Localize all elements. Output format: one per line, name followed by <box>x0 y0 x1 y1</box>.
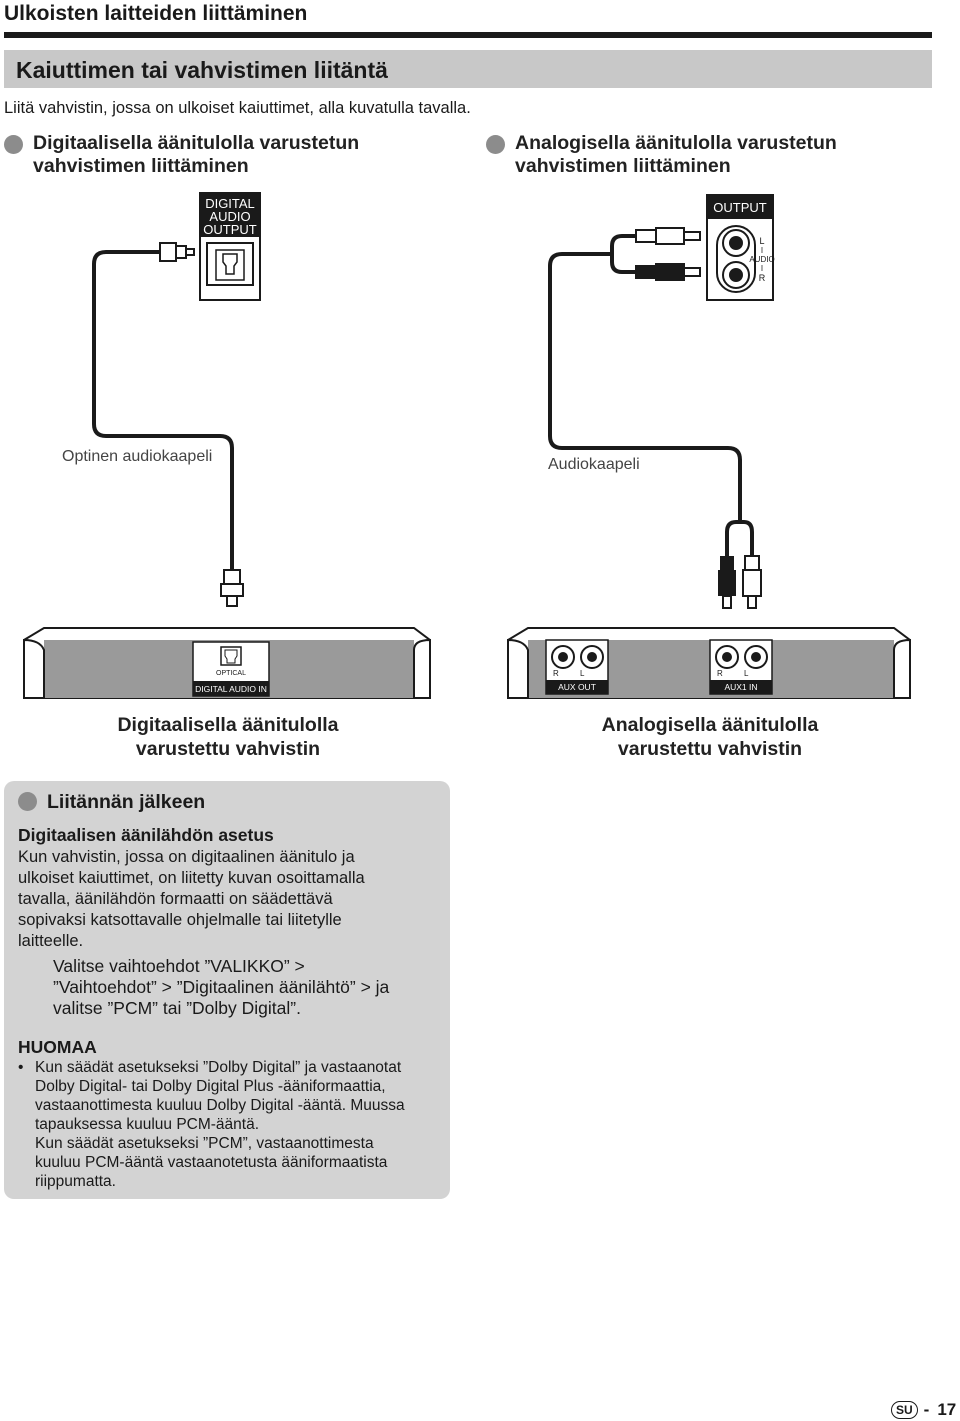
digital-amplifier: OPTICAL DIGITAL AUDIO IN <box>23 627 431 699</box>
text-line: vastaanottimesta kuuluu Dolby Digital -ä… <box>35 1097 405 1114</box>
channel-label: L <box>580 669 585 678</box>
left-column-heading: Digitaalisella äänitulolla varustetun va… <box>33 132 359 178</box>
section-title: Kaiuttimen tai vahvistimen liitäntä <box>16 57 388 83</box>
bullet-icon <box>4 135 23 154</box>
amp-port-label: DIGITAL AUDIO IN <box>195 684 267 694</box>
text-line: Kun säädät asetukseksi ”PCM”, vastaanott… <box>35 1135 374 1152</box>
port-label-line: DIGITAL <box>205 196 255 211</box>
text-line: kuuluu PCM-ääntä vastaanotetusta äänifor… <box>35 1154 388 1171</box>
port-side-label: I <box>761 264 763 273</box>
optical-cable <box>92 242 244 607</box>
bullet-icon <box>486 135 505 154</box>
heading-line: Digitaalisella äänitulolla varustetun <box>33 132 360 154</box>
note-text: Kun säädät asetukseksi ”Dolby Digital” j… <box>35 1058 435 1191</box>
text-line: tapauksessa kuuluu PCM-ääntä. <box>35 1116 260 1133</box>
caption-line: varustettu vahvistin <box>135 738 321 760</box>
port-side-label: I <box>761 246 763 255</box>
after-connection-panel <box>4 781 450 1199</box>
text-line: tavalla, äänilähdön formaatti on säädett… <box>18 890 333 908</box>
note-heading: HUOMAA <box>18 1037 97 1057</box>
text-line: laitteelle. <box>18 932 84 950</box>
page-number: SU - 17 <box>891 1399 956 1421</box>
text-line: Kun säädät asetukseksi ”Dolby Digital” j… <box>35 1059 402 1076</box>
language-badge: SU <box>891 1401 918 1419</box>
aux1-in-label: AUX1 IN <box>724 682 757 692</box>
page-number-value: 17 <box>937 1400 957 1419</box>
section-bar <box>4 50 932 88</box>
text-line: riippumatta. <box>35 1173 116 1190</box>
analog-amplifier: R L AUX OUT R L AUX1 IN <box>507 627 911 699</box>
bullet-icon <box>18 792 37 811</box>
channel-label: R <box>553 669 559 678</box>
caption-line: varustettu vahvistin <box>617 738 803 760</box>
optical-cable-label: Optinen audiokaapeli <box>62 448 212 465</box>
analog-amp-caption: Analogisella äänitulolla varustettu vahv… <box>560 713 860 761</box>
text-line: Kun vahvistin, jossa on digitaalinen ään… <box>18 848 355 866</box>
right-column-heading: Analogisella äänitulolla varustetun vahv… <box>515 132 837 178</box>
channel-label: R <box>717 669 723 678</box>
port-label-line: OUTPUT <box>203 222 257 237</box>
port-label: OUTPUT <box>713 200 767 215</box>
bullet-dot: • <box>18 1059 24 1076</box>
heading-line: vahvistimen liittäminen <box>515 155 731 177</box>
audio-cable <box>548 252 762 609</box>
menu-instruction: Valitse vaihtoehdot ”VALIKKO” > ”Vaihtoe… <box>53 956 443 1019</box>
heading-line: Analogisella äänitulolla varustetun <box>515 132 837 154</box>
text-line: sopivaksi katsottavalle ohjelmalle tai l… <box>18 911 342 929</box>
caption-line: Digitaalisella äänitulolla <box>117 714 339 736</box>
digital-amp-caption: Digitaalisella äänitulolla varustettu va… <box>78 713 378 761</box>
page-separator: - <box>923 1400 930 1419</box>
port-side-label: L <box>759 236 764 246</box>
title-rule <box>4 32 932 38</box>
rca-plugs-top <box>610 227 701 281</box>
amp-port-small-label: OPTICAL <box>216 670 246 677</box>
aux-out-label: AUX OUT <box>558 682 596 692</box>
analog-audio-output-port: OUTPUT L I AUDIO I R <box>706 194 775 301</box>
connection-diagram: DIGITAL AUDIO OUTPUT Optinen audiokaapel… <box>23 192 911 699</box>
intro-text: Liitä vahvistin, jossa on ulkoiset kaiut… <box>4 99 471 117</box>
audio-cable-label: Audiokaapeli <box>548 456 640 473</box>
digital-output-setting-heading: Digitaalisen äänilähdön asetus <box>18 825 274 845</box>
after-connection-heading: Liitännän jälkeen <box>47 791 206 813</box>
port-label-line: AUDIO <box>209 209 250 224</box>
channel-label: L <box>744 669 749 678</box>
heading-line: vahvistimen liittäminen <box>33 155 249 177</box>
text-line: ”Vaihtoehdot” > ”Digitaalinen äänilähtö”… <box>53 977 390 997</box>
port-side-label: R <box>759 273 766 283</box>
text-line: ulkoiset kaiuttimet, on liitetty kuvan o… <box>18 869 365 887</box>
text-line: Valitse vaihtoehdot ”VALIKKO” > <box>53 956 305 976</box>
text-line: valitse ”PCM” tai ”Dolby Digital”. <box>53 998 301 1018</box>
digital-audio-output-port: DIGITAL AUDIO OUTPUT <box>199 192 261 301</box>
caption-line: Analogisella äänitulolla <box>601 714 819 736</box>
page-title: Ulkoisten laitteiden liittäminen <box>4 2 308 25</box>
text-line: Dolby Digital- tai Dolby Digital Plus -ä… <box>35 1078 386 1095</box>
setting-description: Kun vahvistin, jossa on digitaalinen ään… <box>18 847 438 952</box>
port-side-label: AUDIO <box>749 255 774 264</box>
